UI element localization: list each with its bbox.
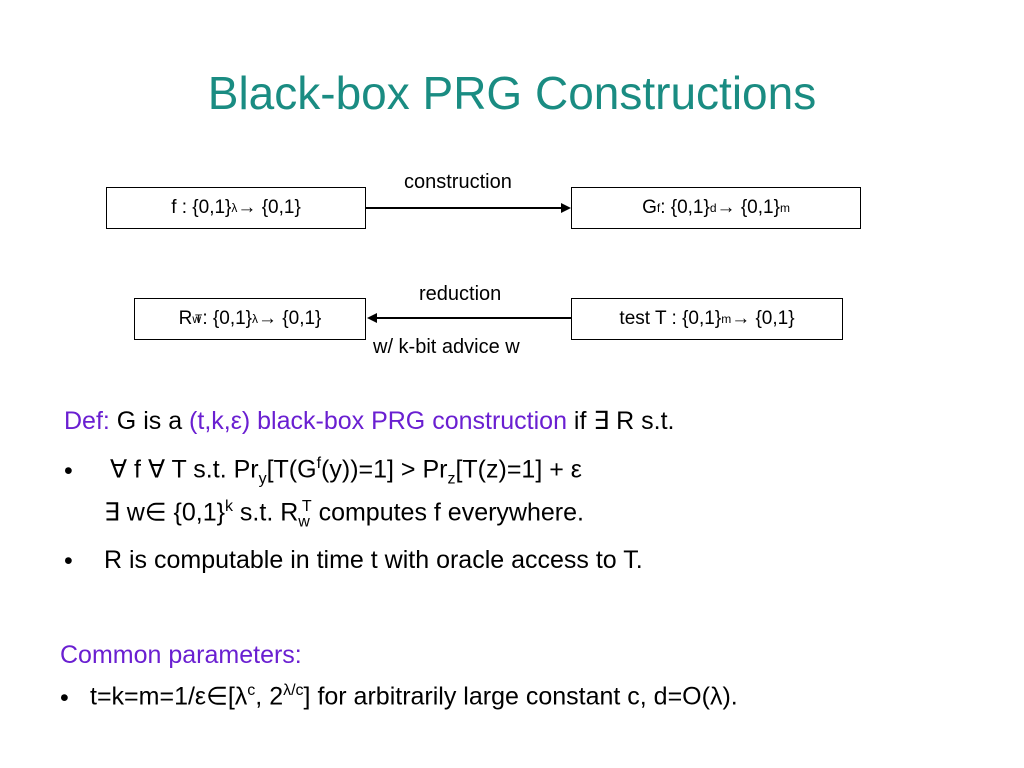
b1-p4: [T(z)=1] + ε bbox=[455, 455, 582, 484]
function-f-box: f : {0,1}λ → {0,1} bbox=[106, 187, 366, 229]
box-g-letter: G bbox=[642, 197, 657, 218]
box-r-rest: → {0,1} bbox=[258, 308, 322, 329]
box-r-sub-w: w bbox=[192, 312, 201, 326]
box-f-base: f : {0,1} bbox=[171, 197, 232, 218]
bullet-1-marker: • bbox=[64, 457, 73, 485]
definition-line: Def: G is a (t,k,ε) black-box PRG constr… bbox=[64, 406, 674, 436]
test-t-box: test T : {0,1}m → {0,1} bbox=[571, 298, 843, 340]
b1-p1: ∀ f ∀ T s.t. Pr bbox=[110, 455, 259, 484]
b1l2-p1: ∃ w∈ {0,1} bbox=[104, 498, 225, 527]
cp-sup-lc: λ/c bbox=[283, 682, 304, 699]
reduction-arrow-line bbox=[376, 317, 571, 319]
reduction-label: reduction bbox=[419, 283, 502, 305]
box-f-rest: → {0,1} bbox=[237, 197, 301, 218]
box-g-arrow: → {0,1} bbox=[716, 197, 780, 218]
cp-p1: t=k=m=1/ε∈[λ bbox=[90, 682, 248, 711]
box-g-sup-f: f bbox=[656, 201, 661, 215]
bullet-1-line-1: ∀ f ∀ T s.t. Pry[T(Gf(y))=1] > Prz[T(z)=… bbox=[110, 454, 582, 489]
construction-arrow-line bbox=[366, 207, 562, 209]
def-g-is-a: G is a bbox=[109, 407, 190, 435]
box-r-letter: R bbox=[178, 308, 193, 329]
bullet-1-line-2: ∃ w∈ {0,1}k s.t. RwT computes f everywhe… bbox=[104, 497, 584, 532]
def-construction-term: black-box PRG construction bbox=[250, 407, 567, 435]
b1l2-p3: computes f everywhere. bbox=[311, 498, 584, 527]
b1l2-sup-t: T bbox=[301, 498, 312, 515]
b1l2-sub-w: w bbox=[298, 513, 310, 531]
cp-p2: , 2 bbox=[255, 682, 284, 711]
common-bullet-marker: • bbox=[60, 684, 69, 712]
construction-arrowhead bbox=[561, 203, 571, 213]
box-g-sup-m: m bbox=[779, 201, 790, 215]
box-t-sup: m bbox=[721, 312, 732, 326]
box-t-base: test T : {0,1} bbox=[619, 308, 722, 329]
cp-sup-c: c bbox=[247, 682, 256, 699]
cp-p3: ] for arbitrarily large constant c, d=O(… bbox=[303, 682, 738, 711]
box-g-mid: : {0,1} bbox=[660, 197, 710, 218]
b1-sub-z: z bbox=[447, 470, 456, 488]
b1-p2: [T(G bbox=[266, 455, 317, 484]
advice-label: w/ k-bit advice w bbox=[373, 336, 520, 358]
b1-p3: (y))=1] > Pr bbox=[321, 455, 448, 484]
def-label: Def: bbox=[64, 407, 110, 435]
bullet-2-text: R is computable in time t with oracle ac… bbox=[104, 546, 643, 574]
def-if-exists: if ∃ R s.t. bbox=[566, 407, 675, 435]
construction-label: construction bbox=[404, 171, 512, 193]
box-r-mid: : {0,1} bbox=[202, 308, 253, 329]
b1-sub-y: y bbox=[258, 470, 267, 488]
b1l2-p2: s.t. R bbox=[232, 498, 299, 527]
common-parameters-heading: Common parameters: bbox=[60, 641, 302, 669]
box-r-sup-lambda: λ bbox=[252, 312, 259, 326]
b1l2-sup-k: k bbox=[224, 498, 233, 515]
box-t-rest: → {0,1} bbox=[731, 308, 795, 329]
box-g-sup-d: d bbox=[709, 201, 717, 215]
box-r-sup-t: T bbox=[195, 312, 203, 326]
common-parameters-line: t=k=m=1/ε∈[λc, 2λ/c] for arbitrarily lar… bbox=[90, 681, 738, 711]
b1-sup-f: f bbox=[316, 455, 322, 472]
bullet-2-marker: • bbox=[64, 547, 73, 575]
box-f-sup: λ bbox=[231, 201, 238, 215]
def-params: (t,k,ε) bbox=[189, 407, 251, 435]
slide-title: Black-box PRG Constructions bbox=[207, 67, 817, 119]
reduction-arrowhead bbox=[367, 313, 377, 323]
